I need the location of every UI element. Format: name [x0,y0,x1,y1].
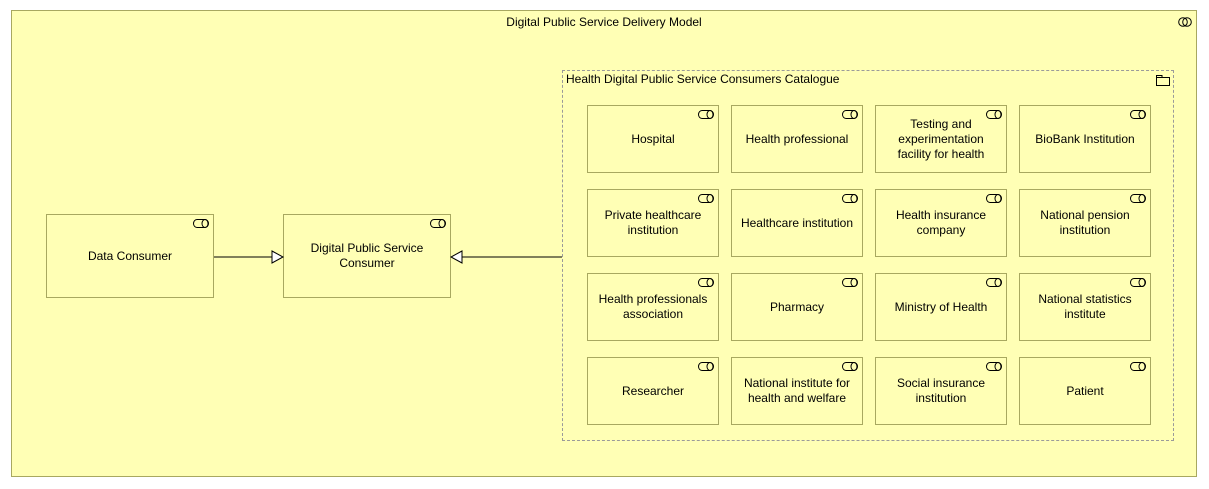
role-social-insurance-institution[interactable]: Social insurance institution [875,357,1007,425]
role-researcher[interactable]: Researcher [587,357,719,425]
business-role-icon [842,362,858,371]
role-label: BioBank Institution [1035,131,1135,146]
business-role-icon [842,110,858,119]
role-label: Hospital [631,131,675,146]
role-hospital[interactable]: Hospital [587,105,719,173]
role-health-professional[interactable]: Health professional [731,105,863,173]
role-label: Pharmacy [769,299,825,314]
business-role-icon [842,194,858,203]
role-label: National pension institution [1040,208,1130,237]
folder-icon [1156,75,1170,86]
business-role-icon [986,194,1002,203]
role-label: Health professionals association [598,292,708,321]
digital-public-service-consumer-label: Digital Public Service Consumer [310,241,424,270]
business-role-icon [986,362,1002,371]
role-pharmacy[interactable]: Pharmacy [731,273,863,341]
catalogue-title: Health Digital Public Service Consumers … [566,72,840,86]
business-role-icon [698,110,714,119]
role-label: Health professional [745,131,849,146]
business-role-icon [842,278,858,287]
business-role-icon [1130,194,1146,203]
role-label: Testing and experimentation facility for… [897,116,985,161]
role-label: National institute for health and welfar… [743,376,851,405]
business-role-icon [430,219,446,228]
role-health-insurance-company[interactable]: Health insurance company [875,189,1007,257]
role-label: Private healthcare institution [604,208,702,237]
digital-public-service-consumer-role[interactable]: Digital Public Service Consumer [283,214,451,298]
business-role-icon [986,110,1002,119]
business-role-icon [698,194,714,203]
business-role-icon [698,362,714,371]
role-label: Ministry of Health [894,299,988,314]
business-role-icon [1130,278,1146,287]
business-role-icon [1130,362,1146,371]
data-consumer-role[interactable]: Data Consumer [46,214,214,298]
business-role-icon [193,219,209,228]
role-label: Social insurance institution [896,376,986,405]
role-label: Healthcare institution [740,215,854,230]
role-label: Researcher [621,383,685,398]
role-national-pension-institution[interactable]: National pension institution [1019,189,1151,257]
business-role-icon [698,278,714,287]
role-ministry-of-health[interactable]: Ministry of Health [875,273,1007,341]
business-role-icon [1130,110,1146,119]
data-consumer-label: Data Consumer [87,248,173,263]
business-role-icon [986,278,1002,287]
role-testing-and-experimentation-facility-for-health[interactable]: Testing and experimentation facility for… [875,105,1007,173]
role-biobank-institution[interactable]: BioBank Institution [1019,105,1151,173]
role-national-statistics-institute[interactable]: National statistics institute [1019,273,1151,341]
role-label: Health insurance company [895,208,987,237]
role-national-institute-for-health-and-welfare[interactable]: National institute for health and welfar… [731,357,863,425]
role-patient[interactable]: Patient [1019,357,1151,425]
model-title: Digital Public Service Delivery Model [506,15,702,29]
business-collaboration-icon [1178,17,1192,27]
role-label: Patient [1066,383,1104,398]
role-private-healthcare-institution[interactable]: Private healthcare institution [587,189,719,257]
role-label: National statistics institute [1038,292,1132,321]
role-healthcare-institution[interactable]: Healthcare institution [731,189,863,257]
role-health-professionals-association[interactable]: Health professionals association [587,273,719,341]
